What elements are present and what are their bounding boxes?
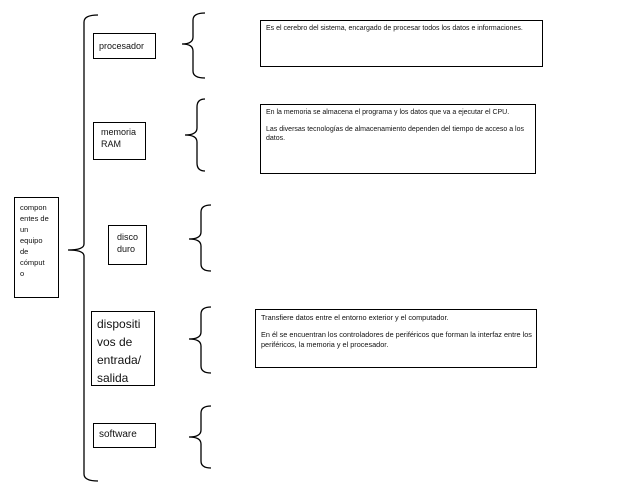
description-text: Transfiere datos entre el entorno exteri… — [261, 313, 449, 322]
category-label: procesador — [99, 41, 145, 51]
description-dispositivos: Transfiere datos entre el entorno exteri… — [255, 309, 537, 368]
description-text: En la memoria se almacena el programa y … — [266, 109, 510, 116]
category-disco-duro: disco duro — [108, 225, 147, 265]
description-text: Las diversas tecnologías de almacenamien… — [266, 125, 524, 143]
bracket-memoria — [184, 98, 206, 172]
category-memoria-ram: memoria RAM — [93, 122, 146, 160]
root-node-box: compon entes de un equipo de cómput o — [14, 197, 59, 298]
category-label: memoria RAM — [101, 127, 137, 149]
category-dispositivos: dispositi vos de entrada/ salida — [91, 311, 155, 386]
bracket-disco — [188, 204, 212, 272]
category-label: dispositi vos de entrada/ salida — [97, 317, 142, 385]
root-node-label: compon entes de un equipo de cómput o — [20, 203, 49, 278]
main-bracket — [67, 14, 99, 482]
category-procesador: procesador — [93, 33, 156, 59]
description-text: Es el cerebro del sistema, encargado de … — [266, 25, 523, 32]
category-software: software — [93, 423, 156, 448]
category-label: software — [99, 429, 137, 440]
category-label: disco duro — [117, 232, 139, 254]
bracket-procesador — [181, 12, 206, 79]
bracket-dispositivos — [188, 306, 212, 374]
description-procesador: Es el cerebro del sistema, encargado de … — [260, 20, 543, 67]
bracket-software — [188, 405, 212, 469]
description-text: En él se encuentran los controladores de… — [261, 330, 532, 349]
description-memoria-ram: En la memoria se almacena el programa y … — [260, 104, 536, 174]
